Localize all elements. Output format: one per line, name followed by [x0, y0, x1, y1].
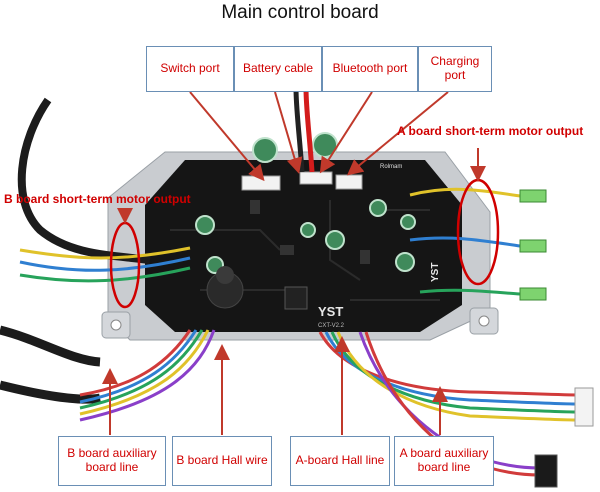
b-hall-wire-label: B board Hall wire	[172, 436, 272, 486]
b-motor-output-label: B board short-term motor output	[4, 192, 191, 206]
a-aux-line-label: A board auxiliary board line	[394, 436, 494, 486]
board-logo: YST	[318, 304, 343, 319]
callout-arrows	[102, 91, 486, 435]
left-bottom-cable	[0, 380, 101, 404]
left-lower-cable	[0, 325, 101, 367]
board-side-logo: YST	[430, 263, 441, 282]
board-brand: Rolmam	[380, 164, 402, 170]
switch-port-label: Switch port	[146, 46, 234, 92]
a-motor-terminals	[519, 189, 547, 301]
charging-port-label: Charging port	[418, 46, 492, 92]
bluetooth-port-label: Bluetooth port	[322, 46, 418, 92]
aux-connector-white	[574, 387, 594, 427]
page-title: Main control board	[221, 2, 379, 23]
b-motor-wires	[19, 246, 191, 283]
components	[206, 200, 370, 310]
battery-cable-label: Battery cable	[234, 46, 322, 92]
a-hall-line-label: A-board Hall line	[290, 436, 390, 486]
a-motor-output-label: A board short-term motor output	[397, 124, 584, 138]
board-model: CXT-V2.2	[318, 323, 345, 329]
capacitors	[195, 132, 416, 274]
b-aux-line-label: B board auxiliary board line	[58, 436, 166, 486]
aux-connector-black	[534, 454, 558, 488]
